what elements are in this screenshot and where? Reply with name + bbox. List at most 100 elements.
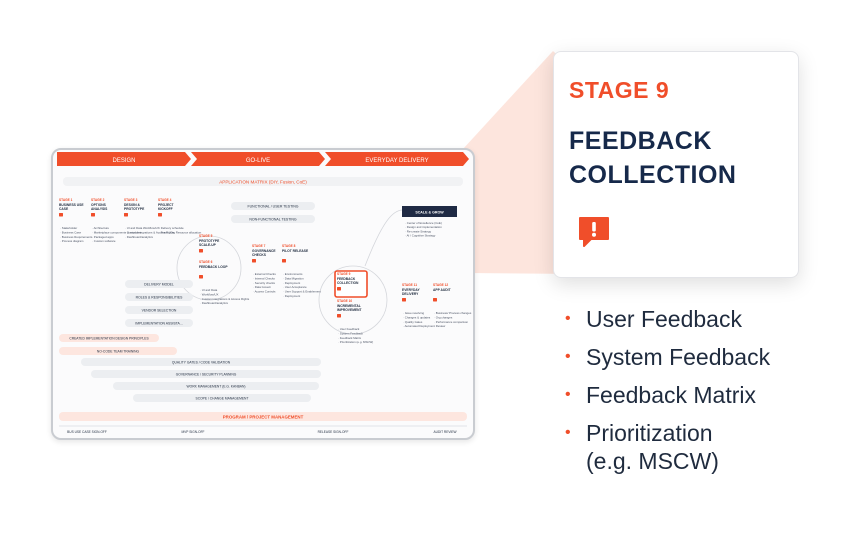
stage-name: PROTOTYPE [124, 207, 145, 211]
scale-bullet: · Center of Excellence (CoE) [405, 221, 442, 225]
stage-icon [402, 298, 406, 302]
timeline-label: SCOPE / CHANGE MANAGEMENT [196, 397, 249, 401]
loop-circle [176, 235, 242, 301]
stage-bullet: · Marketplace components or modules [92, 230, 142, 234]
delivery-label: DELIVERY MODEL [144, 283, 174, 287]
feedback-alert-icon [577, 215, 611, 254]
delivery-pill [125, 319, 193, 327]
stage-name: APP AUDIT [433, 288, 451, 292]
stage-bullet: · Org changes [434, 315, 453, 319]
testing-label: NON-FUNCTIONAL TESTING [249, 218, 297, 222]
phase-chevron [57, 152, 191, 166]
signoff-label: AUDIT REVIEW [434, 430, 457, 434]
scale-bullet: · AI / Cognitive Strategy [405, 234, 436, 238]
stage-bullet: · Packaged apps [92, 235, 114, 239]
stage-name: KICKOFF [158, 207, 173, 211]
feature-label: User Feedback [586, 306, 742, 332]
stage-bullet: · Automated Deployment [403, 324, 435, 328]
stage-bullet: · Access Controls [253, 290, 276, 294]
stage-name: COLLECTION [337, 281, 359, 285]
stage-name: BUSINESS USE [59, 203, 84, 207]
testing-pill [231, 215, 315, 223]
phase-label: EVERYDAY DELIVERY [365, 158, 428, 164]
feature-item: Feedback Matrix [565, 376, 770, 414]
stage-name: PILOT RELEASE [282, 249, 309, 253]
stage-tag: STAGE 4 [158, 198, 172, 202]
stage-tag: STAGE 6 [199, 260, 213, 264]
stage-bullet: · Dashboard/analytics [125, 235, 154, 239]
timeline-bar [59, 347, 177, 355]
stage-tag: STAGE 1 [59, 198, 73, 202]
stage-bullet: · Business Requirements [60, 235, 93, 239]
timeline-bar [113, 382, 319, 390]
stage-bullet: · System Feedback [338, 331, 363, 335]
delivery-pill [125, 280, 193, 288]
stage-bullet: · Custom integrations & Access Rights [200, 297, 250, 301]
phase-chevron [191, 152, 325, 166]
stage-name: FEEDBACK LOOP [199, 265, 228, 269]
feature-item: Prioritization (e.g. MSCW) [565, 414, 770, 475]
feature-label: Feedback Matrix [586, 382, 757, 408]
stage-icon [337, 314, 341, 318]
stage-block [334, 270, 368, 298]
delivery-label: VENDOR SELECTION [142, 309, 177, 313]
stage-name: DESIGN & [124, 203, 141, 207]
matrix-band [63, 177, 463, 186]
stage-tag: STAGE 5 [199, 234, 213, 238]
stage-name: INCREMENTAL [337, 304, 361, 308]
timeline-bar [81, 358, 321, 366]
stage-bullet: · User Feedback [338, 327, 360, 331]
stage-name: PROTOTYPE [199, 239, 220, 243]
stage-name: OPTIONS [91, 203, 107, 207]
stage-name: SCALE-UP [199, 243, 217, 247]
stage-name: EVERYDAY [402, 288, 421, 292]
stage-name: DELIVERY [402, 292, 419, 296]
signoff-label: RELEASE SIGN-OFF [318, 430, 349, 434]
stage-bullet: · Internal Checks [253, 276, 275, 280]
stage-bullet: · Data Migration [283, 276, 304, 280]
stage-tag: STAGE 11 [402, 283, 417, 287]
testing-label: FUNCTIONAL / USER TESTING [248, 205, 299, 209]
timeline-bar [91, 370, 321, 378]
stage-icon [252, 259, 256, 263]
stage-bullet: · Feedback Matrix [338, 336, 362, 340]
stage-icon [282, 259, 286, 263]
stage-bullet: · Stakeholder [60, 226, 77, 230]
matrix-label: APPLICATION MATRIX (DIY, Fusion, CoE) [219, 180, 307, 185]
stage-title: FEEDBACK COLLECTION [569, 127, 737, 189]
stage-bullet: · Architecture [92, 226, 109, 230]
feature-item: User Feedback [565, 300, 770, 338]
stage-bullet: · User Support & Enablement [283, 290, 321, 294]
signoff-label: BUS USE CASE SIGN-OFF [67, 430, 107, 434]
stage-bullet: · User Acceptance [283, 285, 307, 289]
stage-bullet: · Business Case [60, 230, 81, 234]
timeline-label: WORK MANAGEMENT (E.G. KANBAN) [187, 385, 246, 389]
stage-tag: STAGE 9 [337, 272, 351, 276]
stage-bullet: · Changes & updates [403, 315, 431, 319]
delivery-pill [125, 293, 193, 301]
phase-chevron [325, 152, 469, 166]
delivery-label: ROLES & RESPONSIBILITIES [136, 296, 183, 300]
stage-name: GOVERNANCE [252, 249, 276, 253]
stage-bullet: · Data Govern [253, 285, 272, 289]
stage-icon [199, 275, 203, 279]
stage-bullet: · Review [434, 324, 446, 328]
feature-label: (e.g. MSCW) [586, 448, 719, 474]
stage-bullet: · Custom software [92, 239, 116, 243]
stage-icon [59, 213, 63, 217]
scale-bullet: · Design and implementation [405, 225, 442, 229]
program-label: PROGRAM / PROJECT MANAGEMENT [223, 415, 304, 420]
stage-icon [91, 213, 95, 217]
testing-pill [231, 202, 315, 210]
feature-list: User Feedback System Feedback Feedback M… [565, 300, 770, 475]
stage-label: STAGE 9 [569, 77, 670, 103]
stage-name: ANALYSIS [91, 207, 108, 211]
stage-name: IMPROVEMENT [337, 308, 362, 312]
stage-name: FEEDBACK [337, 277, 356, 281]
stage-bullet: · External Checks [253, 272, 276, 276]
stage-bullet: · Security checks [253, 281, 276, 285]
stage-bullet: · Deployment [283, 281, 300, 285]
stage-card: STAGE 9 FEEDBACK COLLECTION [553, 51, 799, 278]
